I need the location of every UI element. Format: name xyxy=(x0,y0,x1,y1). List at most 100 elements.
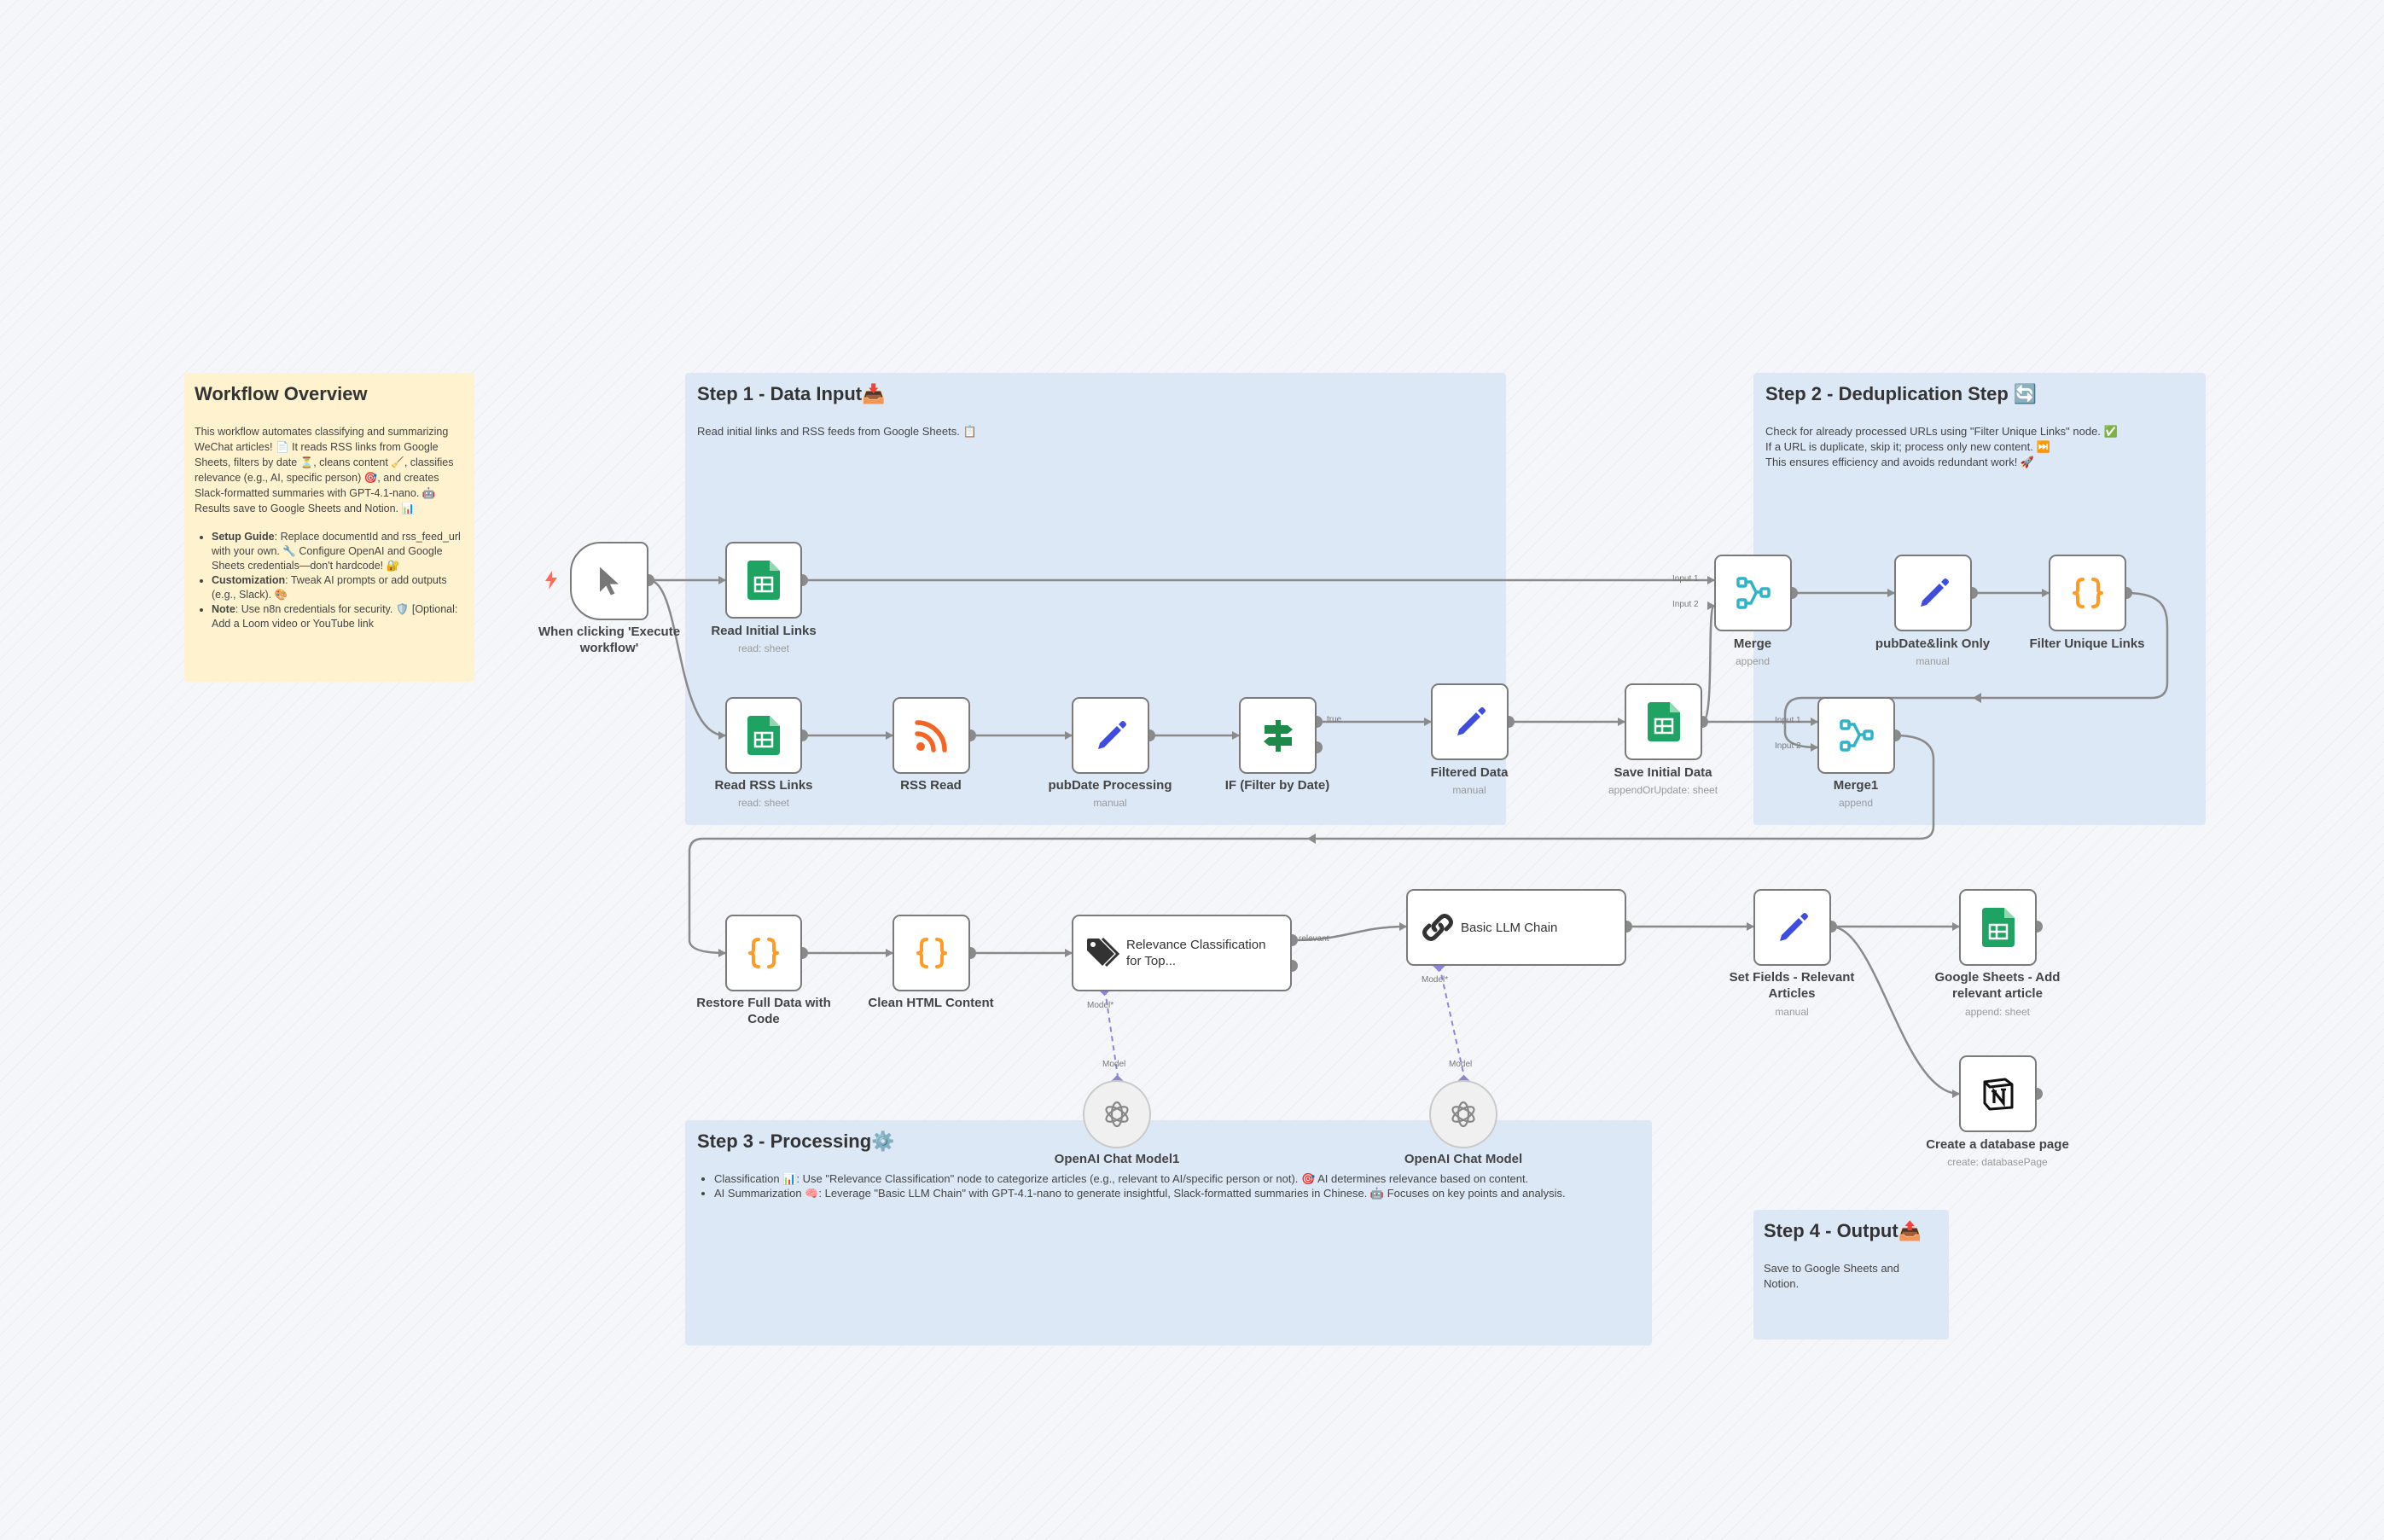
node-set-fields-relevant[interactable] xyxy=(1753,889,1831,966)
node-label: When clicking 'Execute workflow' xyxy=(538,625,681,655)
sticky-description: Save to Google Sheets and Notion. xyxy=(1764,1262,1900,1290)
pencil-icon xyxy=(1779,913,1808,941)
node-label: Clean HTML Content xyxy=(868,996,994,1010)
merge-icon xyxy=(1839,719,1874,752)
node-openai-chat-model1[interactable] xyxy=(1083,1080,1151,1148)
sticky-title: Step 2 - Deduplication Step 🔄 xyxy=(1765,383,2038,404)
node-restore-full-data[interactable] xyxy=(725,915,802,991)
notion-icon xyxy=(1983,1078,2013,1111)
sticky-workflow-overview[interactable]: Workflow Overview This workflow automate… xyxy=(184,373,474,682)
port-label-input1: Input 1 xyxy=(1672,574,1699,584)
node-label: Basic LLM Chain xyxy=(1461,920,1558,935)
node-label: Merge xyxy=(1733,636,1772,651)
node-label: Read RSS Links xyxy=(714,778,813,793)
node-label: OpenAI Chat Model xyxy=(1404,1152,1523,1166)
sticky-description: Read initial links and RSS feeds from Go… xyxy=(697,425,977,438)
port-label-model-required: Model* xyxy=(1422,975,1449,985)
sticky-bullets: Classification 📊: Use "Relevance Classif… xyxy=(697,1171,1640,1200)
node-label: Filtered Data xyxy=(1430,765,1509,780)
node-clean-html-content[interactable] xyxy=(893,915,970,991)
connection[interactable] xyxy=(648,578,726,740)
node-pubdate-processing[interactable] xyxy=(1072,697,1149,774)
node-sublabel: manual xyxy=(1775,1006,1809,1018)
node-save-initial-data[interactable] xyxy=(1625,683,1702,760)
sticky-title: Step 4 - Output📤 xyxy=(1764,1220,1922,1241)
node-label: Set Fields - Relevant Articles xyxy=(1729,970,1855,1001)
node-label: RSS Read xyxy=(900,778,962,793)
node-sublabel: append: sheet xyxy=(1964,1006,2031,1018)
node-sublabel: manual xyxy=(1916,655,1950,667)
node-pubdate-link-only[interactable] xyxy=(1894,555,1972,631)
pencil-icon xyxy=(1097,721,1126,749)
node-sublabel: read: sheet xyxy=(737,797,790,809)
sticky-step4[interactable]: Step 4 - Output📤 Save to Google Sheets a… xyxy=(1753,1210,1949,1340)
port-label-model: Model xyxy=(1102,1060,1126,1069)
port-label-relevant: relevant xyxy=(1299,934,1329,944)
node-rss-read[interactable] xyxy=(893,697,970,774)
trigger-bolt-icon xyxy=(545,571,557,590)
node-sublabel: append xyxy=(1838,797,1874,809)
node-label: Filter Unique Links xyxy=(2029,636,2145,651)
bullet-ai-summarization: AI Summarization 🧠: Leverage "Basic LLM … xyxy=(714,1186,1640,1200)
wire-direction-arrow xyxy=(1307,834,1316,844)
code-icon xyxy=(916,938,947,968)
node-label: Create a database page xyxy=(1926,1137,2069,1152)
node-basic-llm-chain[interactable]: Basic LLM Chain xyxy=(1406,889,1626,966)
node-google-sheets-add[interactable] xyxy=(1959,889,2037,966)
google-sheets-icon xyxy=(747,561,780,600)
connection[interactable] xyxy=(1783,591,2169,752)
node-filtered-data[interactable] xyxy=(1431,683,1509,760)
node-read-initial-links[interactable] xyxy=(725,542,802,619)
port-label-model: Model xyxy=(1449,1060,1473,1069)
sticky-description: Check for already processed URLs using "… xyxy=(1765,425,2118,468)
port-label-input1: Input 1 xyxy=(1775,716,1801,725)
bullet-classification: Classification 📊: Use "Relevance Classif… xyxy=(714,1171,1640,1186)
node-merge[interactable] xyxy=(1714,555,1792,631)
bullet-setup-guide: Setup Guide: Replace documentId and rss_… xyxy=(212,530,464,573)
node-label: OpenAI Chat Model1 xyxy=(1054,1152,1180,1166)
port-label-model-required: Model* xyxy=(1087,1001,1114,1010)
port-label-input2: Input 2 xyxy=(1775,741,1801,751)
node-sublabel: append xyxy=(1735,655,1771,667)
node-sublabel: read: sheet xyxy=(737,642,790,654)
link-icon xyxy=(1422,914,1453,941)
merge-icon xyxy=(1736,577,1771,609)
google-sheets-icon xyxy=(747,716,780,755)
node-label: Save Initial Data xyxy=(1614,765,1712,780)
openai-icon xyxy=(1105,1101,1129,1128)
connection[interactable] xyxy=(688,734,1935,957)
google-sheets-icon xyxy=(1647,702,1680,741)
connection[interactable] xyxy=(1830,925,1960,1098)
sticky-step3[interactable]: Step 3 - Processing⚙️ Classification 📊: … xyxy=(685,1120,1652,1345)
node-label: Merge1 xyxy=(1833,778,1879,793)
node-label: Restore Full Data with Code xyxy=(696,996,831,1026)
node-relevance-classification[interactable]: Relevance Classification for Top... xyxy=(1072,915,1292,991)
node-sublabel: manual xyxy=(1452,784,1486,796)
pencil-icon xyxy=(1920,578,1949,607)
node-label: Read Initial Links xyxy=(711,624,817,638)
port-label-input2: Input 2 xyxy=(1672,600,1699,609)
node-if-filter-by-date[interactable] xyxy=(1239,697,1317,774)
port-label-true: true xyxy=(1327,715,1342,724)
sticky-title: Step 3 - Processing⚙️ xyxy=(697,1130,895,1152)
bullet-customization: Customization: Tweak AI prompts or add o… xyxy=(212,573,464,602)
ai-model-connection[interactable] xyxy=(1439,965,1465,1078)
code-icon xyxy=(748,938,779,968)
sticky-bullets: Setup Guide: Replace documentId and rss_… xyxy=(195,530,464,631)
node-label: Google Sheets - Add relevant article xyxy=(1934,970,2061,1001)
node-merge1[interactable] xyxy=(1817,697,1895,774)
node-sublabel: appendOrUpdate: sheet xyxy=(1608,784,1718,796)
node-manual-trigger[interactable] xyxy=(570,542,648,620)
node-read-rss-links[interactable] xyxy=(725,697,802,774)
sticky-description: This workflow automates classifying and … xyxy=(195,426,454,514)
node-sublabel: create: databasePage xyxy=(1947,1156,2048,1168)
node-notion-create-page[interactable] xyxy=(1959,1055,2037,1132)
node-openai-chat-model[interactable] xyxy=(1429,1080,1497,1148)
node-filter-unique-links[interactable] xyxy=(2049,555,2126,631)
node-sublabel: manual xyxy=(1093,797,1127,809)
connection[interactable] xyxy=(1291,922,1407,942)
node-label: pubDate Processing xyxy=(1048,778,1172,793)
tag-icon xyxy=(1087,937,1119,968)
node-label: Relevance Classification for Top... xyxy=(1126,938,1266,968)
